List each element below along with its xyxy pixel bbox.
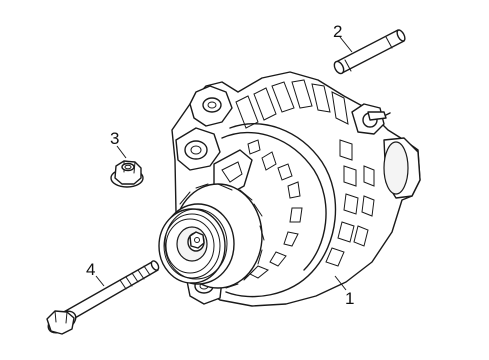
pulley xyxy=(158,203,235,285)
callout-1-label: 1 xyxy=(345,289,354,308)
stud-part xyxy=(333,29,406,75)
callout-2-label: 2 xyxy=(333,22,342,41)
callout-4-label: 4 xyxy=(86,260,95,279)
callout-3-label: 3 xyxy=(110,129,119,148)
callout-1-leader xyxy=(334,275,347,291)
alternator-part xyxy=(158,71,421,307)
nut-part xyxy=(110,160,144,188)
callout-4-leader xyxy=(95,275,105,287)
callout-2-leader xyxy=(339,36,353,53)
bolt-part xyxy=(46,260,160,335)
callout-3-leader xyxy=(116,145,127,159)
